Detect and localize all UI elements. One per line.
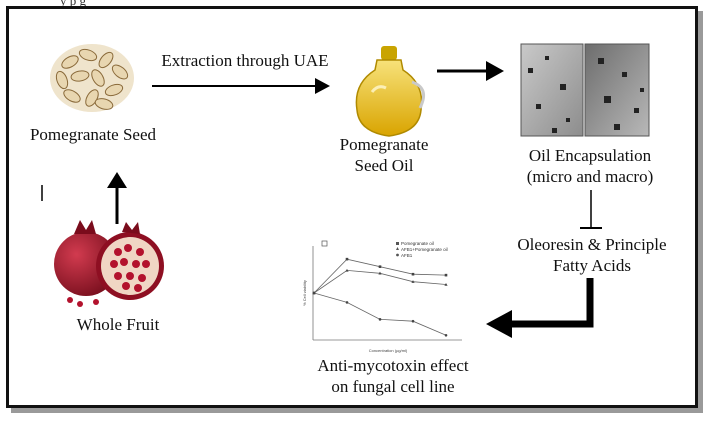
oil-line-2: Seed Oil: [354, 156, 414, 175]
inhibit-connector: [580, 190, 602, 229]
series-2-point: [345, 268, 349, 272]
arrow-fruit-to-seed: [107, 172, 127, 224]
anti-line-1: Anti-mycotoxin effect: [317, 356, 469, 375]
label-oleoresin: Oleoresin & Principle Fatty Acids: [494, 234, 690, 276]
series-3-point: [378, 318, 382, 321]
label-pomegranate-seed: Pomegranate Seed: [29, 125, 157, 144]
series-3-point: [345, 301, 349, 304]
legend-entry-2: AFB1+Pomegranate oil: [401, 247, 448, 252]
series-2-point: [378, 271, 382, 275]
label-extraction-uae: Extraction through UAE: [161, 51, 329, 70]
series-2-point: [411, 280, 415, 283]
label-oil-encapsulation: Oil Encapsulation (micro and macro): [505, 145, 675, 187]
chart-panel-marker: [321, 240, 328, 247]
series-1-point: [345, 257, 349, 261]
label-whole-fruit: Whole Fruit: [76, 315, 160, 334]
legend-entry-1: Pomegranate oil: [401, 241, 434, 246]
encap-line-1: Oil Encapsulation: [528, 146, 652, 165]
series-1-point: [378, 265, 382, 268]
series-3-point: [444, 334, 448, 337]
oil-jar-icon: [355, 46, 426, 137]
legend-marker-3: [396, 253, 399, 257]
oleo-line-2: Fatty Acids: [553, 256, 631, 275]
legend-marker-2: [396, 247, 399, 250]
oil-line-1: Pomegranate: [339, 135, 429, 154]
chart-xlabel: Concentration (µg/ml): [369, 348, 408, 353]
inset-chart: % Cell viability Concentration (µg/ml) P…: [302, 240, 472, 353]
series-3-point: [411, 319, 415, 323]
legend-marker-1: [396, 242, 399, 245]
anti-line-2: on fungal cell line: [331, 377, 455, 396]
top-partial-text: y p g: [60, 0, 86, 8]
seeds-icon: [50, 44, 134, 112]
series-3-point: [312, 291, 316, 295]
encap-line-2: (micro and macro): [526, 167, 654, 186]
arrow-oleo-to-anti: [486, 278, 594, 338]
arrow-oil-to-encap: [437, 61, 504, 81]
oleo-line-1: Oleoresin & Principle: [517, 235, 667, 254]
label-pomegranate-seed-oil: Pomegranate Seed Oil: [330, 134, 438, 176]
label-anti-mycotoxin: Anti-mycotoxin effect on fungal cell lin…: [298, 355, 488, 397]
arrow-seed-to-oil: [152, 78, 330, 94]
series-2-point: [444, 282, 448, 286]
legend-entry-3: AFB1: [401, 253, 413, 258]
series-1-point: [411, 272, 415, 276]
pomegranate-fruit-icon: [54, 220, 164, 307]
micrograph-images: [520, 43, 650, 137]
chart-ylabel: % Cell viability: [302, 280, 307, 306]
series-1-point: [444, 273, 448, 277]
